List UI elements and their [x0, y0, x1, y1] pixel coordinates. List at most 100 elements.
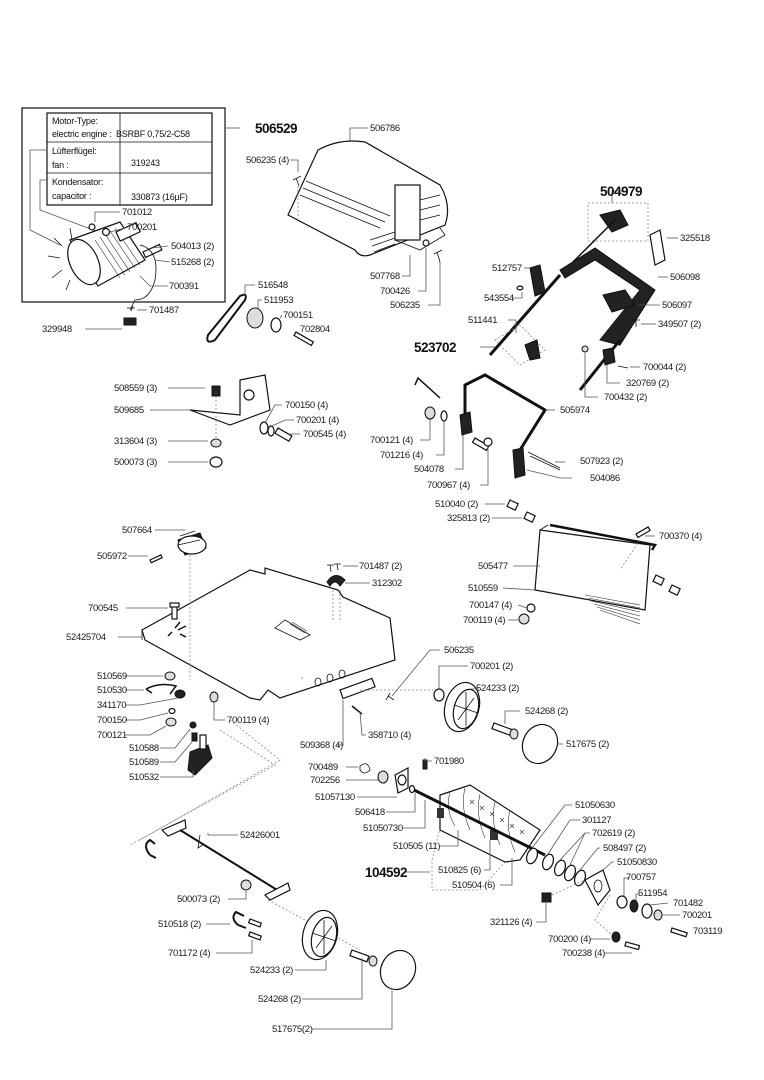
part-label-543554: 543554 — [484, 293, 514, 304]
part-label-508497: 508497 (2) — [603, 843, 646, 854]
part-label-504086: 504086 — [590, 473, 620, 484]
deck-group: 700545 52425704 507664 505972 701487 (2)… — [66, 525, 474, 751]
part-label-500073-3: 500073 (3) — [114, 457, 157, 468]
part-label-510532: 510532 — [129, 772, 159, 783]
part-label-510588: 510588 — [129, 743, 159, 754]
part-label-312302: 312302 — [372, 578, 402, 589]
part-label-701172: 701172 (4) — [168, 948, 210, 959]
part-label-700200: 700200 (4) — [548, 934, 591, 945]
fan-label-en: fan : — [52, 160, 69, 170]
part-label-517675-front: 517675 (2) — [566, 739, 609, 750]
part-label-506235-4: 506235 (4) — [246, 155, 289, 166]
belt-drive-group: 516548 511953 700151 702804 — [206, 280, 330, 347]
part-label-500073-2: 500073 (2) — [177, 894, 220, 905]
part-label-341170: 341170 — [97, 700, 126, 711]
part-label-505974: 505974 — [560, 405, 590, 416]
part-label-510505: 510505 (11) — [393, 841, 440, 852]
motor-type-label-de: Motor-Type: — [52, 116, 98, 126]
part-label-700545: 700545 — [88, 603, 118, 614]
capacitor-label-de: Kondensator: — [52, 177, 103, 187]
part-label-700757: 700757 — [626, 872, 656, 883]
part-label-515268: 515268 (2) — [171, 257, 214, 268]
part-label-358710: 358710 (4) — [368, 730, 411, 741]
capacitor-label-en: capacitor : — [52, 191, 91, 201]
part-label-51050630: 51050630 — [575, 800, 615, 811]
part-label-52426001: 52426001 — [240, 830, 280, 841]
part-label-511953: 511953 — [264, 295, 293, 306]
part-label-700201-2: 700201 (2) — [470, 661, 513, 672]
part-label-325813: 325813 (2) — [447, 513, 490, 524]
rear-flap-group: 700370 (4) 505477 510559 700147 (4) 7001… — [463, 523, 702, 626]
part-label-700545-4: 700545 (4) — [303, 429, 346, 440]
part-label-701487-2: 701487 (2) — [359, 561, 402, 572]
part-label-702619: 702619 (2) — [592, 828, 635, 839]
part-label-700119-deck: 700119 (4) — [227, 715, 269, 726]
housing-cover-group: 506786 506235 (4) 507768 700426 506235 — [246, 123, 449, 311]
part-label-504013: 504013 (2) — [171, 241, 214, 252]
part-label-517675-rear: 517675(2) — [272, 1024, 313, 1035]
part-label-507923: 507923 (2) — [580, 456, 623, 467]
assembly-handle-clamp-number: 523702 — [414, 340, 456, 355]
part-label-506097: 506097 — [662, 300, 692, 311]
part-label-524268-rear: 524268 (2) — [258, 994, 301, 1005]
part-label-510569: 510569 — [97, 671, 127, 682]
part-label-506098: 506098 — [670, 272, 700, 283]
part-label-506418: 506418 — [355, 807, 385, 818]
front-wheel-group: 700201 (2) 524233 (2) 524268 (2) 517675 … — [360, 661, 609, 765]
part-label-700201-4: 700201 (4) — [296, 415, 339, 426]
part-label-506235: 506235 — [390, 300, 420, 311]
part-label-51050830: 51050830 — [617, 857, 657, 868]
assembly-roller-number: 104592 — [365, 865, 407, 880]
part-label-508559: 508559 (3) — [114, 383, 157, 394]
part-label-700391: 700391 — [169, 281, 199, 292]
part-label-700121-4: 700121 (4) — [370, 435, 413, 446]
roller-assembly-group: 104592 700489 702256 51057130 701980 506… — [308, 756, 723, 959]
part-label-700150-4: 700150 (4) — [285, 400, 328, 411]
part-label-700426: 700426 — [380, 286, 410, 297]
part-label-700119-flap: 700119 (4) — [463, 615, 505, 626]
height-adjust-group: 510569 510530 341170 700150 700121 70011… — [97, 671, 281, 846]
part-label-512757: 512757 — [492, 263, 522, 274]
assembly-handle-number: 504979 — [600, 184, 642, 199]
handle-lower-frame-group: 505974 700121 (4) 701216 (4) 504078 7009… — [370, 373, 623, 524]
handle-group: 504979 325518 506098 506097 349507 (2) 5… — [414, 184, 710, 403]
part-label-700121: 700121 — [97, 730, 127, 741]
part-label-51057130: 51057130 — [315, 792, 355, 803]
part-label-509685: 509685 — [114, 405, 144, 416]
part-label-504078: 504078 — [414, 464, 444, 475]
part-label-700147: 700147 (4) — [469, 600, 512, 611]
part-label-313604: 313604 (3) — [114, 436, 157, 447]
part-label-702256: 702256 — [310, 775, 340, 786]
electric-motor-icon — [47, 221, 163, 326]
fan-label-de: Lüfterflügel: — [52, 146, 96, 156]
motor-assembly-frame — [21, 107, 226, 303]
part-label-511441: 511441 — [468, 315, 497, 326]
motor-bracket-group: 508559 (3) 509685 313604 (3) 500073 (3) … — [114, 374, 346, 468]
part-label-507768: 507768 — [370, 271, 400, 282]
part-label-51050730: 51050730 — [363, 823, 403, 834]
part-label-703119: 703119 — [693, 926, 722, 937]
motor-spec-table: Motor-Type: electric engine : BSRBF 0,75… — [46, 112, 213, 206]
part-label-507664: 507664 — [122, 525, 152, 536]
part-label-301127: 301127 — [582, 815, 611, 826]
part-label-701216: 701216 (4) — [380, 450, 423, 461]
part-label-509368: 509368 (4) — [300, 740, 343, 751]
part-label-700489: 700489 — [308, 762, 338, 773]
part-label-516548: 516548 — [258, 280, 288, 291]
part-label-524268-front: 524268 (2) — [525, 706, 568, 717]
part-label-52425704: 52425704 — [66, 632, 106, 643]
part-label-325518: 325518 — [680, 233, 710, 244]
part-label-510040: 510040 (2) — [435, 499, 478, 510]
part-label-505477: 505477 — [478, 561, 508, 572]
part-label-349507: 349507 (2) — [658, 319, 701, 330]
part-label-700150: 700150 — [97, 715, 127, 726]
motor-assembly-group: Motor-Type: electric engine : BSRBF 0,75… — [21, 107, 298, 335]
part-label-701487: 701487 — [149, 305, 179, 316]
part-label-511954: 511954 — [638, 888, 667, 899]
part-label-510825: 510825 (6) — [438, 865, 481, 876]
motor-type-label-en: electric engine : — [52, 129, 112, 139]
part-label-329948: 329948 — [42, 324, 72, 335]
part-label-700201-roller: 700201 — [682, 910, 712, 921]
part-label-510504: 510504 (6) — [452, 880, 495, 891]
